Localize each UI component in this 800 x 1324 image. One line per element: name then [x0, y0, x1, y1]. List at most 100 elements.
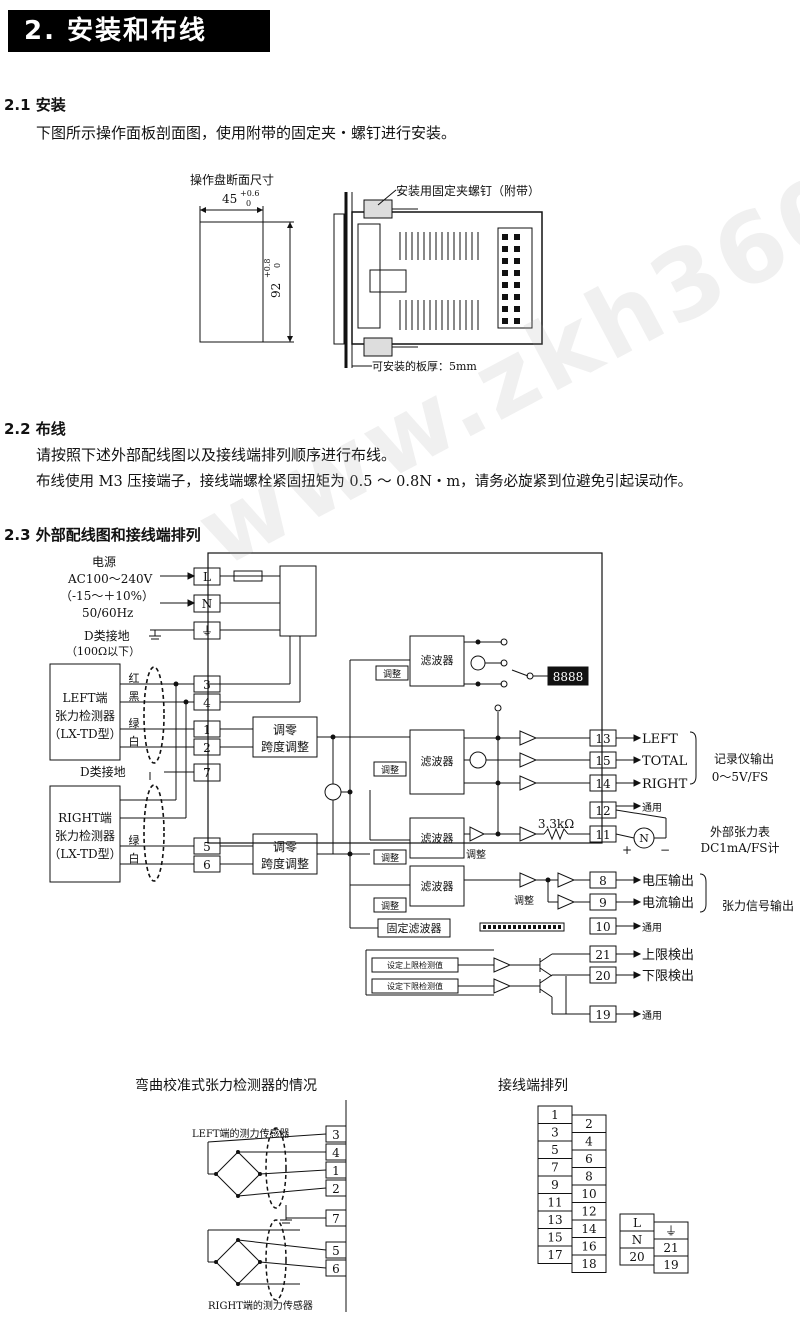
install-desc: 下图所示操作面板剖面图，使用附带的固定夹・螺钉进行安装。 [36, 124, 457, 142]
svg-text:滤波器: 滤波器 [421, 755, 454, 768]
svg-text:12: 12 [595, 804, 610, 818]
svg-text:调整: 调整 [383, 668, 401, 680]
svg-text:白: 白 [129, 851, 140, 865]
svg-text:10: 10 [595, 920, 610, 934]
svg-text:19: 19 [595, 1008, 610, 1022]
wiring-line1: 请按照下述外部配线图以及接线端排列顺序进行布线。 [36, 446, 397, 464]
svg-text:LEFT: LEFT [642, 732, 678, 747]
svg-text:21: 21 [663, 1241, 678, 1255]
terminal-label: 17 [547, 1248, 562, 1262]
svg-text:固定滤波器: 固定滤波器 [387, 921, 442, 935]
svg-text:6: 6 [203, 858, 211, 872]
terminal-label: 5 [551, 1143, 559, 1157]
svg-text:通用: 通用 [642, 802, 662, 814]
cutout-title: 操作盘断面尺寸 [190, 172, 274, 187]
svg-text:电流输出: 电流输出 [642, 895, 694, 911]
svg-text:7: 7 [203, 766, 211, 780]
svg-text:N: N [632, 1233, 643, 1247]
svg-text:+0.6: +0.6 [240, 189, 259, 198]
svg-text:调整: 调整 [466, 848, 486, 861]
terminal-label: 18 [581, 1257, 596, 1271]
svg-text:DC1mA/FS计: DC1mA/FS计 [700, 841, 779, 855]
svg-text:21: 21 [595, 948, 610, 962]
tension-out-label: 张力信号输出 [722, 898, 794, 913]
svg-text:L: L [203, 570, 211, 584]
svg-text:15: 15 [595, 754, 610, 768]
terminal-box [571, 1254, 607, 1273]
svg-text:+0.8: +0.8 [263, 259, 272, 278]
svg-text:张力检测器: 张力检测器 [55, 828, 115, 843]
svg-text:电压输出: 电压输出 [642, 873, 694, 889]
svg-text:调整: 调整 [381, 764, 399, 776]
svg-text:（100Ω以下）: （100Ω以下） [66, 645, 140, 658]
svg-text:白: 白 [129, 734, 140, 748]
terminal-label: 16 [581, 1240, 596, 1254]
svg-text:+: + [622, 843, 632, 857]
terminal-label: 15 [547, 1231, 562, 1245]
svg-text:8: 8 [599, 874, 607, 888]
terminal-label: 3 [551, 1126, 559, 1140]
svg-text:N: N [202, 597, 213, 611]
svg-text:滤波器: 滤波器 [421, 654, 454, 667]
svg-text:调整: 调整 [381, 900, 399, 912]
svg-text:3: 3 [203, 678, 211, 692]
terminal-label: 7 [551, 1161, 559, 1175]
svg-text:3: 3 [332, 1128, 340, 1142]
meter-label: 外部张力表 [710, 824, 770, 839]
svg-text:1: 1 [203, 723, 211, 737]
svg-text:（-15～＋10%）: （-15～＋10%） [60, 589, 154, 603]
svg-text:调整: 调整 [514, 894, 534, 907]
svg-text:4: 4 [203, 696, 211, 710]
svg-text:7: 7 [332, 1212, 340, 1226]
section-title: 2. 安装和布线 [8, 10, 270, 52]
controller-box [207, 552, 603, 844]
left-sensor-label: LEFT端的测力传感器 [192, 1127, 290, 1140]
svg-text:2: 2 [332, 1182, 340, 1196]
svg-text:0: 0 [246, 199, 251, 208]
svg-text:19: 19 [663, 1258, 678, 1272]
svg-text:调零: 调零 [273, 840, 297, 854]
svg-text:设定下限检测值: 设定下限检测值 [387, 981, 443, 991]
svg-text:跨度调整: 跨度调整 [261, 856, 309, 871]
svg-text:调零: 调零 [273, 723, 297, 737]
svg-text:RIGHT端: RIGHT端 [58, 811, 112, 825]
svg-text:−: − [660, 843, 670, 857]
svg-text:14: 14 [595, 777, 611, 791]
ground2-label: D类接地 [80, 764, 126, 779]
svg-text:13: 13 [595, 732, 610, 746]
layout-title: 接线端排列 [498, 1077, 568, 1094]
terminal-label: 1 [551, 1108, 559, 1122]
svg-text:11: 11 [595, 828, 610, 842]
thickness-label: 可安装的板厚：5mm [372, 359, 477, 373]
svg-text:通用: 通用 [642, 922, 662, 934]
recorder-label: 记录仪输出 [714, 751, 774, 766]
svg-text:调整: 调整 [381, 852, 399, 864]
svg-text:TOTAL: TOTAL [642, 754, 688, 769]
svg-text:2: 2 [203, 741, 211, 755]
svg-text:9: 9 [599, 896, 607, 910]
svg-text:50/60Hz: 50/60Hz [82, 606, 133, 620]
terminal-label: 2 [585, 1117, 593, 1131]
svg-text:L: L [633, 1216, 641, 1230]
svg-text:0～5V/FS: 0～5V/FS [712, 770, 769, 784]
panel-cutout-rect [199, 221, 264, 343]
svg-text:设定上限检测值: 设定上限检测值 [387, 960, 443, 970]
svg-text:跨度调整: 跨度调整 [261, 739, 309, 754]
svg-text:LEFT端: LEFT端 [62, 691, 107, 705]
svg-text:（LX-TD型）: （LX-TD型） [48, 727, 121, 741]
resistor-label: 3.3kΩ [538, 817, 574, 831]
wiring-line2: 布线使用 M3 压接端子，接线端螺栓紧固扭矩为 0.5 ～ 0.8N・m，请务必… [36, 474, 693, 490]
svg-text:AC100～240V: AC100～240V [67, 572, 153, 586]
digital-display: 8888 [553, 670, 584, 684]
svg-text:黑: 黑 [129, 690, 140, 703]
svg-text:（LX-TD型）: （LX-TD型） [48, 847, 121, 861]
svg-text:绿: 绿 [129, 833, 140, 847]
right-sensor-label: RIGHT端的测力传感器 [208, 1299, 313, 1312]
svg-text:⏚: ⏚ [665, 1224, 677, 1238]
svg-text:红: 红 [129, 672, 140, 685]
svg-text:92: 92 [269, 283, 283, 298]
screw-label: 安装用固定夹螺钉（附带） [396, 183, 540, 198]
svg-text:上限検出: 上限検出 [642, 948, 694, 963]
